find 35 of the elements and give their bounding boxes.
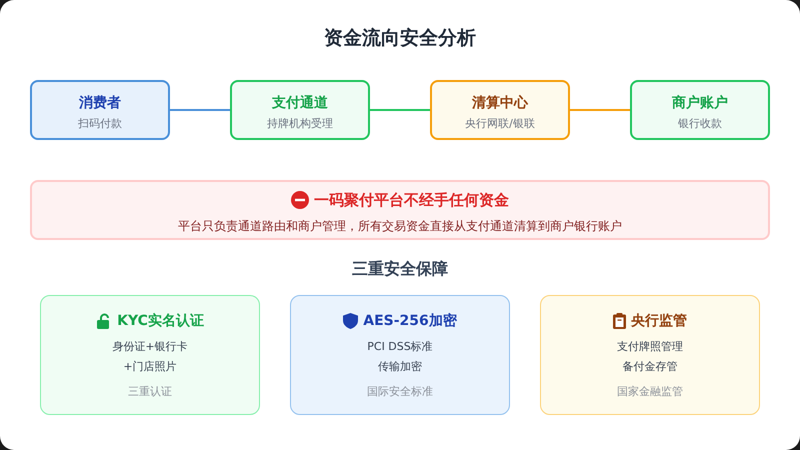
process-box [430, 80, 570, 140]
card-footnote: 国家金融监管 [617, 384, 683, 400]
node-subtitle: 扫码付款 [78, 117, 122, 131]
node-title: 支付通道 [272, 94, 328, 112]
connector-line [370, 109, 430, 111]
connector-line [170, 109, 230, 111]
connector-line [570, 109, 630, 111]
banner-title: 一码聚付平台不经手任何资金 [314, 190, 509, 210]
card-footnote: 国际安全标准 [367, 384, 433, 400]
node-subtitle: 银行收款 [678, 117, 722, 131]
process-box [230, 80, 370, 140]
card-title: AES-256加密 [363, 312, 457, 331]
card-footnote: 三重认证 [128, 384, 172, 400]
card-title: KYC实名认证 [117, 312, 204, 331]
info-card [540, 295, 760, 415]
card-title: 央行监管 [631, 312, 687, 331]
card-text: 身份证+银行卡 [112, 339, 188, 355]
node-subtitle: 持牌机构受理 [267, 117, 333, 131]
info-card [40, 295, 260, 415]
banner-text: 平台只负责通道路由和商户管理，所有交易资金直接从支付通道清算到商户银行账户 [178, 218, 622, 234]
warning-banner [30, 180, 770, 240]
info-card [290, 295, 510, 415]
node-subtitle: 央行网联/银联 [465, 117, 535, 131]
node-title: 消费者 [79, 94, 121, 112]
process-box [30, 80, 170, 140]
card-text: 备付金存管 [622, 359, 678, 375]
diagram-title: 资金流向安全分析 [324, 26, 476, 50]
node-title: 清算中心 [472, 94, 528, 112]
section-heading: 三重安全保障 [352, 259, 448, 279]
process-box [630, 80, 770, 140]
card-text: +门店照片 [123, 359, 177, 375]
card-text: 传输加密 [378, 359, 422, 375]
card-text: 支付牌照管理 [617, 339, 683, 355]
node-title: 商户账户 [672, 94, 728, 112]
card-text: PCI DSS标准 [367, 339, 433, 355]
